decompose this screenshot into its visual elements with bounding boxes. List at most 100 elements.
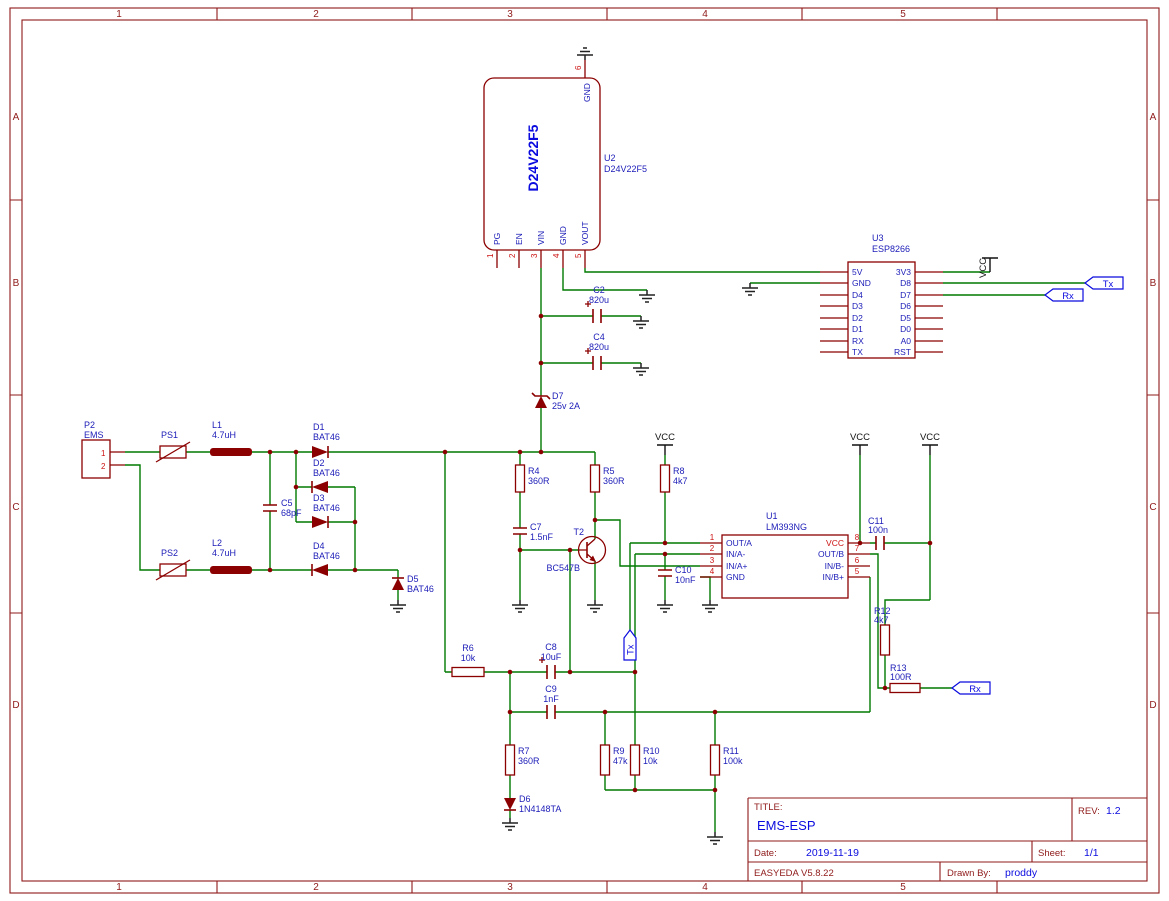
u3-pin-leads (820, 271, 943, 353)
net-flag-rx[interactable]: Rx (1044, 288, 1084, 302)
net-flag-tx[interactable]: Tx (623, 629, 637, 661)
u1-ref: U1 (766, 511, 778, 521)
svg-text:5: 5 (900, 882, 906, 893)
r6-value: 10k (461, 653, 476, 663)
component-d3-diode[interactable]: D3 BAT46 (312, 493, 340, 528)
u3-pin-name: 3V3 (896, 267, 911, 277)
component-c2-capacitor[interactable]: C2 820u (585, 285, 609, 323)
component-d7-zener[interactable]: D7 25v 2A (531, 391, 580, 411)
net-flag-rx[interactable]: Rx (951, 681, 991, 695)
component-r5-resistor[interactable]: R5 360R (589, 464, 626, 493)
u1-pin-number: 1 (710, 533, 715, 542)
svg-text:A: A (13, 112, 20, 123)
component-p2-connector[interactable]: P2 EMS 1 2 (81, 420, 125, 479)
u2-value: D24V22F5 (604, 164, 647, 174)
r5-ref: R5 (603, 466, 615, 476)
l2-value: 4.7uH (212, 548, 236, 558)
u3-pin-name: D1 (852, 324, 863, 334)
r12-value: 4k7 (874, 615, 889, 625)
component-r4-resistor[interactable]: R4 360R (514, 464, 551, 493)
component-u3-esp8266[interactable]: U3 ESP8266 5V GND D4 D3 D2 D1 RX TX 3V3 … (820, 233, 943, 359)
svg-text:3: 3 (507, 882, 513, 893)
u3-pin-name: D7 (900, 290, 911, 300)
component-r9-resistor[interactable]: R9 47k (599, 744, 629, 776)
wire-comparator (629, 455, 711, 745)
frame-column-labels: 1 2 3 4 5 1 2 3 4 5 (116, 9, 906, 893)
r11-ref: R11 (723, 746, 739, 756)
component-u2-regulator[interactable]: D24V22F5 U2 D24V22F5 1 2 3 4 5 PG EN VIN… (483, 60, 647, 268)
d5-ref: D5 (407, 574, 419, 584)
component-d2-diode[interactable]: D2 BAT46 (311, 458, 340, 493)
ground-icon (577, 47, 593, 60)
component-c8-capacitor[interactable]: C8 10uF (539, 642, 562, 679)
d4-value: BAT46 (313, 551, 340, 561)
component-d1-diode[interactable]: D1 BAT46 (312, 422, 340, 458)
component-c7-capacitor[interactable]: C7 1.5nF (513, 522, 554, 542)
wire-right (859, 455, 952, 712)
u1-pin-name: IN/B- (825, 561, 845, 571)
u2-pin-number: 2 (508, 253, 517, 258)
u2-pin-number: 4 (552, 253, 561, 258)
component-d5-diode[interactable]: D5 BAT46 (392, 574, 434, 594)
u3-pin-name: GND (852, 278, 871, 288)
component-ps2[interactable]: PS2 (155, 548, 191, 581)
u1-pin-number: 3 (710, 556, 715, 565)
component-ps1[interactable]: PS1 (155, 430, 191, 463)
r7-ref: R7 (518, 746, 530, 756)
l1-ref: L1 (212, 420, 222, 430)
component-d6-diode[interactable]: D6 1N4148TA (504, 794, 561, 814)
u2-pin-name: VOUT (580, 221, 590, 245)
t2-ref: T2 (573, 527, 584, 537)
component-t2-transistor[interactable]: T2 BC547B (546, 527, 607, 573)
c5-value: 68pF (281, 508, 302, 518)
d4-ref: D4 (313, 541, 325, 551)
u3-pin-name: A0 (901, 336, 912, 346)
component-d4-diode[interactable]: D4 BAT46 (311, 541, 340, 576)
component-r6-resistor[interactable]: R6 10k (451, 643, 485, 678)
u2-pin-number: 6 (574, 65, 583, 70)
component-r8-resistor[interactable]: R8 4k7 (659, 464, 688, 493)
component-r13-resistor[interactable]: R13 100R (889, 663, 921, 694)
d6-value: 1N4148TA (519, 804, 561, 814)
u1-pin-name: IN/A+ (726, 561, 748, 571)
component-l1-inductor[interactable]: L1 4.7uH (210, 420, 252, 456)
vcc-symbol: VCC (920, 432, 940, 455)
component-c5-capacitor[interactable]: C5 68pF (263, 498, 302, 518)
component-c11-capacitor[interactable]: C11 100n (868, 516, 888, 550)
c11-value: 100n (868, 525, 888, 535)
r4-value: 360R (528, 476, 550, 486)
u2-pin-number: 5 (574, 253, 583, 258)
ground-icon (502, 818, 518, 831)
component-r7-resistor[interactable]: R7 360R (504, 744, 541, 776)
u1-pin-name: IN/A- (726, 549, 746, 559)
component-c9-capacitor[interactable]: C9 1nF (543, 684, 559, 719)
r4-ref: R4 (528, 466, 540, 476)
r8-value: 4k7 (673, 476, 688, 486)
net-flag-tx[interactable]: Tx (1084, 276, 1124, 290)
d7-ref: D7 (552, 391, 564, 401)
r10-value: 10k (643, 756, 658, 766)
ground-icon (633, 316, 649, 329)
ps2-ref: PS2 (161, 548, 178, 558)
c5-ref: C5 (281, 498, 293, 508)
component-l2-inductor[interactable]: L2 4.7uH (210, 538, 252, 574)
svg-text:5: 5 (900, 9, 906, 20)
vcc-symbol: VCC (978, 257, 998, 278)
l1-value: 4.7uH (212, 430, 236, 440)
component-c10-capacitor[interactable]: C10 10nF (658, 565, 696, 585)
u3-pin-name: D0 (900, 324, 911, 334)
svg-text:C: C (1149, 502, 1156, 513)
component-r12-resistor[interactable]: R12 4k7 (874, 606, 891, 656)
u1-pin-name: OUT/A (726, 538, 752, 548)
component-u1-comparator[interactable]: U1 LM393NG 1 2 3 4 8 7 6 5 OUT/A IN/A- I… (700, 511, 870, 599)
wire-transistor (519, 492, 700, 672)
component-r10-resistor[interactable]: R10 10k (629, 744, 660, 776)
sheet-title: EMS-ESP (757, 818, 816, 833)
ground-icon (390, 600, 406, 613)
component-r11-resistor[interactable]: R11 100k (709, 744, 744, 776)
r7-value: 360R (518, 756, 540, 766)
ground-symbols (390, 47, 758, 845)
component-c4-capacitor[interactable]: C4 820u (585, 332, 609, 370)
